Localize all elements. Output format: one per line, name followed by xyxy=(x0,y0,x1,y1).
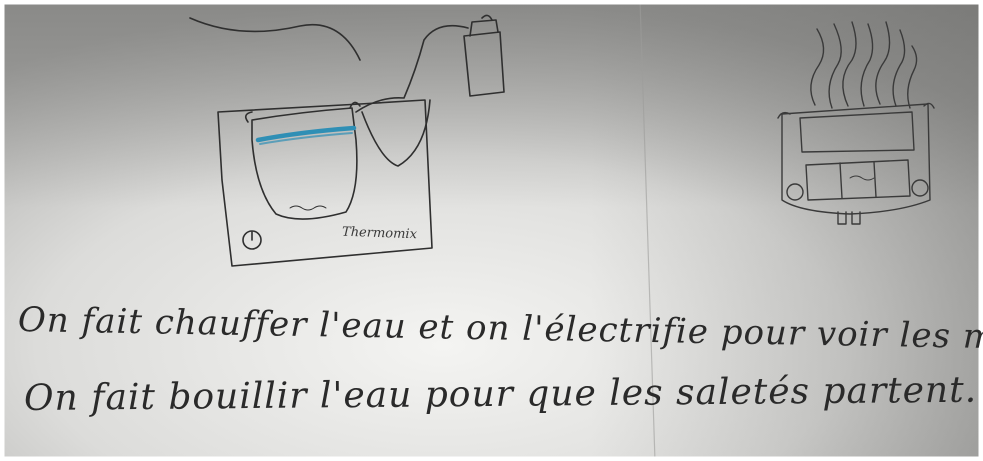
thermomix-label: Thermomix xyxy=(342,225,417,243)
caption-line-2: On fait bouillir l'eau pour que les sale… xyxy=(24,370,977,419)
